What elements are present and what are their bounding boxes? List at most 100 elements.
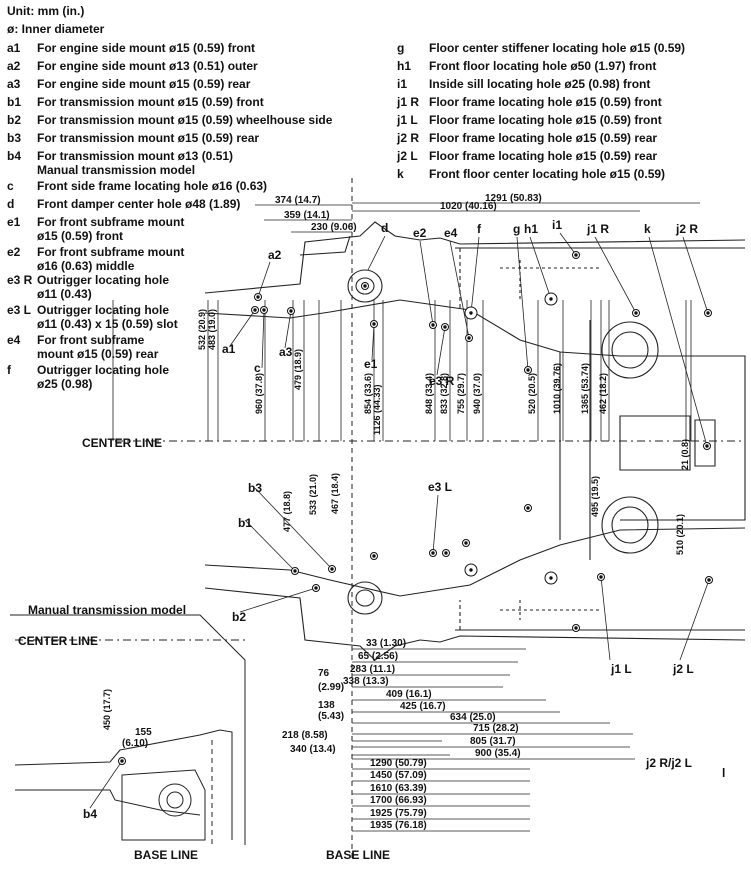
bottom-dim-label-0: 33 (1.30)	[366, 638, 406, 649]
vertical-dim-label-19: 510 (20.1)	[675, 514, 685, 555]
hole-j1R-center	[634, 311, 638, 315]
legend-left-code: f	[7, 363, 11, 377]
bottom-dim-label-1: 65 (2.56)	[358, 651, 398, 662]
legend-left-code: b2	[7, 113, 22, 127]
point-label-d: d	[381, 221, 388, 235]
bottom-dim-label-13: 805 (31.7)	[470, 736, 516, 747]
inset-outline	[10, 614, 246, 845]
bottom-dim-label-11: 715 (28.2)	[473, 723, 519, 734]
base-line-label: BASE LINE	[326, 848, 391, 862]
point-label-i1: i1	[552, 218, 562, 232]
hole-e4-center	[467, 336, 471, 340]
frame-outline	[204, 221, 746, 661]
hole-h1-center	[549, 297, 553, 301]
bottom-dim-label-10: 634 (25.0)	[450, 712, 496, 723]
dimension-lines	[89, 202, 710, 832]
hole-e3L2-center	[444, 551, 448, 555]
legend-left-code: b3	[7, 131, 22, 145]
legend-left-text: Front side frame locating hole ø16 (0.63…	[37, 179, 268, 193]
legend-left-text-line2: ø15 (0.59) front	[37, 229, 124, 243]
point-label-e3-r: e3 R	[429, 374, 455, 388]
point-label-h1: h1	[524, 222, 538, 236]
symbol-note: ø: Inner diameter	[7, 22, 105, 36]
bottom-dim-label-23: (6.10)	[122, 738, 148, 749]
leader-9	[470, 236, 480, 314]
legend-left-text-line2: ø16 (0.63) middle	[37, 259, 135, 273]
leader-18	[254, 487, 333, 570]
top-dim-label-2: 374 (14.7)	[275, 195, 321, 206]
locating-holes	[118, 251, 713, 765]
vertical-dim-label-15: 1365 (53.74)	[580, 363, 590, 414]
legend-right-text: Front floor center locating hole ø15 (0.…	[429, 167, 666, 181]
leader-10	[516, 236, 529, 371]
dimension-labels: 1291 (50.83)1020 (40.16)374 (14.7)359 (1…	[102, 193, 690, 831]
bottom-dim-label-15: 340 (13.4)	[290, 744, 336, 755]
point-label-e1: e1	[364, 357, 378, 371]
legend-left-text: For engine side mount ø13 (0.51) outer	[37, 59, 258, 73]
legend-left-text: For front subframe mount	[37, 245, 185, 259]
legend-right-text: Floor frame locating hole ø15 (0.59) fro…	[429, 113, 662, 127]
hole-d-center	[363, 284, 367, 288]
hole-g-center	[526, 368, 530, 372]
vertical-dim-label-4: 477 (18.8)	[282, 491, 292, 532]
bottom-dim-label-21: 1935 (76.18)	[370, 820, 427, 831]
vertical-dim-label-1: 483 (19.0)	[207, 309, 217, 350]
vertical-dim-label-0: 532 (20.9)	[197, 309, 207, 350]
hole-a3-center	[289, 309, 293, 313]
bottom-dim-label-16: 1290 (50.79)	[370, 758, 427, 769]
legend-left-text: For engine side mount ø15 (0.59) rear	[37, 77, 251, 91]
bottom-dim-label-7: 425 (16.7)	[400, 701, 446, 712]
leader-21	[679, 579, 710, 661]
leader-17	[239, 587, 317, 613]
legend-right-code: h1	[397, 59, 412, 73]
leader-16	[244, 519, 296, 572]
hole-b1-center	[293, 569, 297, 573]
legend-left-code: a2	[7, 59, 21, 73]
point-label-j1-r: j1 R	[586, 222, 609, 236]
legend-right-text: Floor frame locating hole ø15 (0.59) fro…	[429, 95, 662, 109]
top-dim-label-4: 230 (9.06)	[311, 222, 357, 233]
top-dim-label-0: 1291 (50.83)	[485, 193, 542, 204]
leader-14	[648, 236, 708, 447]
vertical-dim-label-7: 854 (33.6)	[363, 373, 373, 414]
center-line-label: CENTER LINE	[82, 436, 163, 450]
legend-left-text-line2: ø25 (0.98)	[37, 377, 93, 391]
legend-left-text: For transmission mount ø15 (0.59) wheelh…	[37, 113, 333, 127]
point-label-j2-r: j2 R	[675, 222, 698, 236]
legend-left-code: c	[7, 179, 14, 193]
vertical-dim-label-11: 755 (29.7)	[456, 373, 466, 414]
vertical-dim-label-16: 462 (18.2)	[598, 373, 608, 414]
center-line-label-inset: CENTER LINE	[18, 634, 99, 648]
legend-right-text: Inside sill locating hole ø25 (0.98) fro…	[429, 77, 651, 91]
point-label-f: f	[477, 222, 482, 236]
vertical-dim-label-8: 1126 (44.33)	[372, 384, 382, 435]
point-label-c: c	[254, 361, 261, 375]
legend-left-text-line2: mount ø15 (0.59) rear	[37, 347, 159, 361]
leader-22	[89, 760, 123, 809]
bottom-dim-label-17: 1450 (57.09)	[370, 770, 427, 781]
unit-note: Unit: mm (in.)	[7, 4, 85, 18]
hole-c-center	[262, 308, 266, 312]
legend-left-code: b1	[7, 95, 22, 109]
inset-title: Manual transmission model	[28, 603, 187, 617]
legend-left-code: d	[7, 197, 15, 211]
legend-left-code: e4	[7, 333, 21, 347]
legend-left-text: For transmission mount ø13 (0.51)	[37, 149, 234, 163]
leader-3	[261, 309, 265, 369]
vertical-dim-label-2: 960 (37.8)	[254, 373, 264, 414]
legend-right-code: j1 R	[397, 95, 420, 109]
hole-e2-center	[431, 323, 435, 327]
legend-left-text-line2: ø11 (0.43) x 15 (0.59) slot	[37, 317, 178, 331]
leader-6	[419, 240, 434, 326]
leader-2	[284, 310, 292, 349]
hole-e1-center	[372, 322, 376, 326]
vertical-dim-label-10: 833 (32.8)	[439, 373, 449, 414]
base-line-label-inset: BASE LINE	[134, 848, 199, 862]
legend-left-text: Outrigger locating hole	[37, 303, 170, 317]
top-dim-label-3: 359 (14.1)	[284, 210, 330, 221]
bottom-dim-label-3: 338 (13.3)	[343, 676, 389, 687]
legend-left-text: For transmission mount ø15 (0.59) front	[37, 95, 264, 109]
hole-e3R-center	[443, 325, 447, 329]
point-label-l: l	[722, 766, 725, 780]
